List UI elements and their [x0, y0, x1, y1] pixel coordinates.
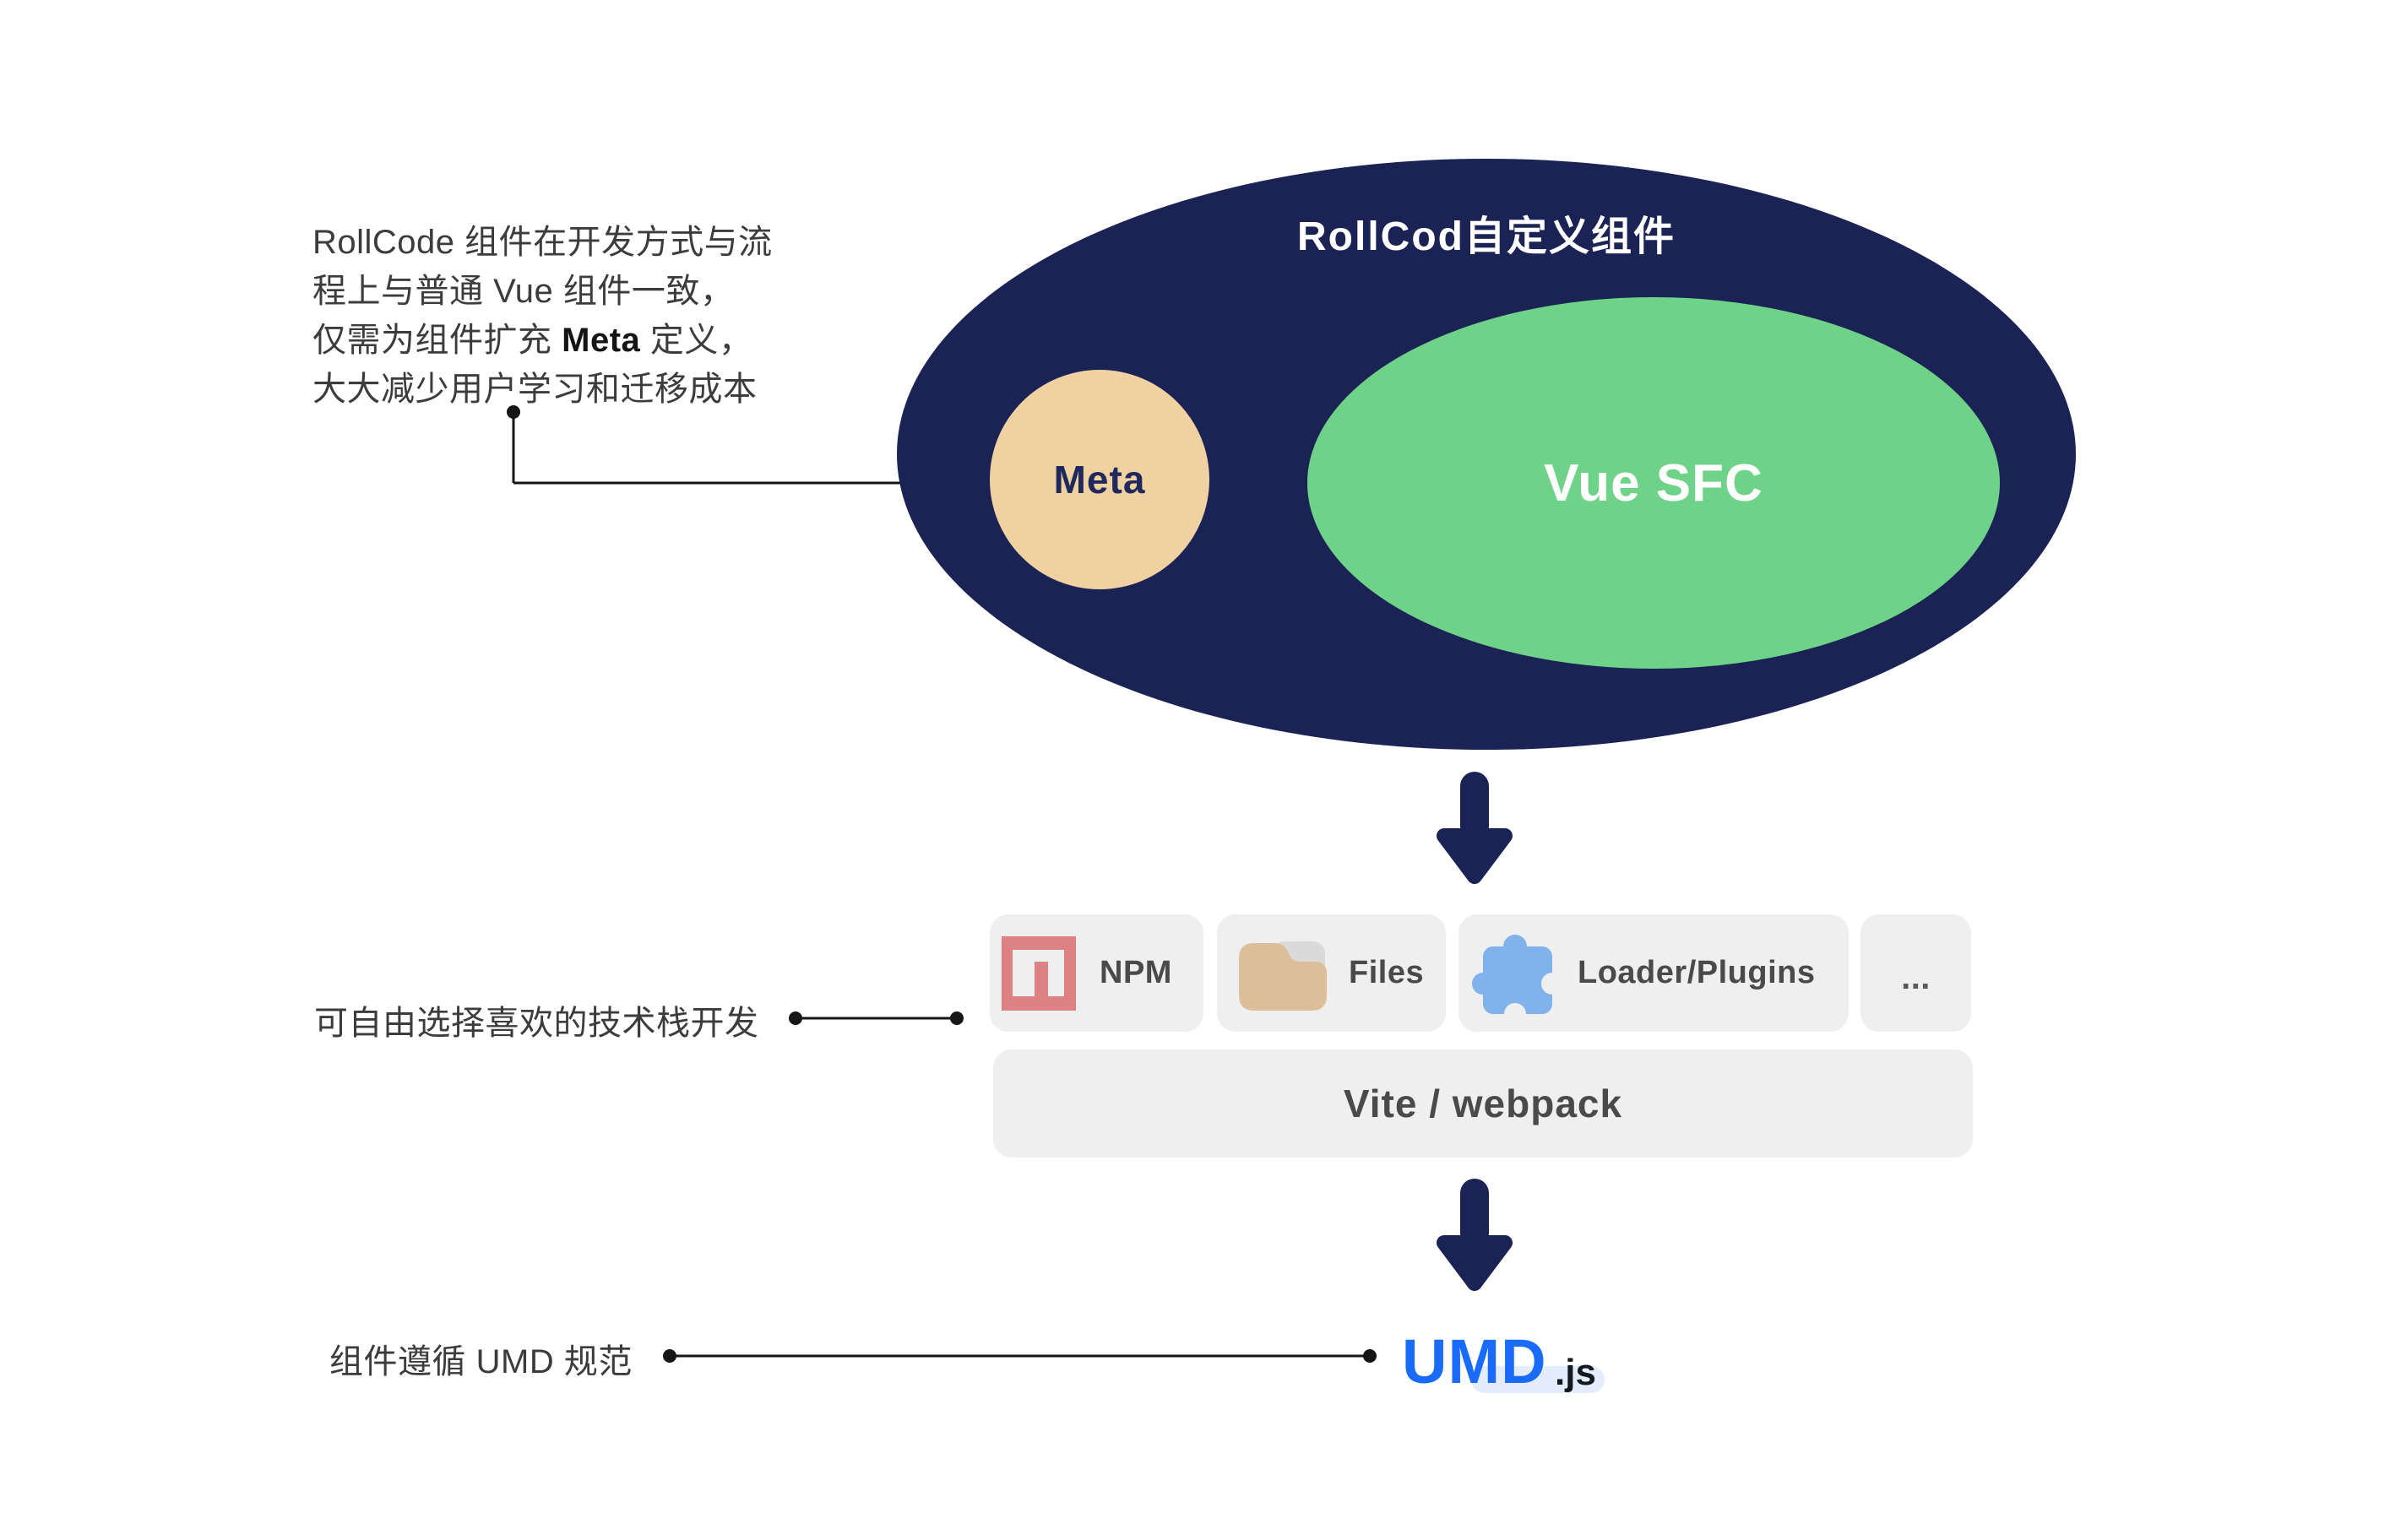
umd-highlight-pill [1471, 1366, 1605, 1393]
umd-output-extension: .js [1555, 1352, 1596, 1393]
rollcod-component-title: RollCod自定义组件 [1297, 214, 1676, 259]
annotation-stack-note: 可自由选择喜欢的技术栈开发 [314, 1005, 759, 1042]
meta-keyword: Meta [562, 322, 641, 359]
meta-circle: Meta [990, 370, 1209, 589]
arrow-down-icon [1437, 772, 1513, 884]
annotation-umd-note: 组件遵循 UMD 规范 [329, 1343, 633, 1380]
annotation-dev-line3: 仅需为组件扩充 Meta 定义， [312, 322, 753, 359]
bundler-bar: Vite / webpack [993, 1049, 1973, 1158]
tool-box-more: ... [1860, 914, 1971, 1032]
vue-sfc-label: Vue SFC [1544, 453, 1763, 512]
annotation-dev-note: RollCode 组件在开发方式与流 程上与普通 Vue 组件一致， 仅需为组件… [312, 218, 773, 414]
meta-label: Meta [1053, 458, 1146, 502]
folder-icon [1239, 941, 1327, 1011]
tool-box-npm: NPM [990, 914, 1203, 1032]
arrow-down-icon [1437, 1179, 1513, 1291]
tool-label-files: Files [1349, 955, 1425, 990]
annotation-dev-line4: 大大减少用户学习和迁移成本 [312, 371, 758, 408]
npm-icon [1002, 935, 1076, 1011]
annotation-dev-line1: RollCode 组件在开发方式与流 [312, 224, 773, 261]
tool-label-more: ... [1901, 959, 1931, 996]
umd-output-label: UMD [1402, 1326, 1547, 1396]
bundler-label: Vite / webpack [1343, 1082, 1623, 1125]
vue-sfc-ellipse: Vue SFC [1307, 297, 2000, 669]
tool-box-files: Files [1217, 914, 1446, 1032]
annotation-dev-line2: 程上与普通 Vue 组件一致， [312, 273, 735, 310]
tool-label-npm: NPM [1100, 955, 1172, 990]
tool-label-loader-plugins: Loader/Plugins [1578, 955, 1816, 990]
tool-box-loader-plugins: Loader/Plugins [1458, 914, 1849, 1032]
puzzle-icon [1472, 934, 1556, 1016]
